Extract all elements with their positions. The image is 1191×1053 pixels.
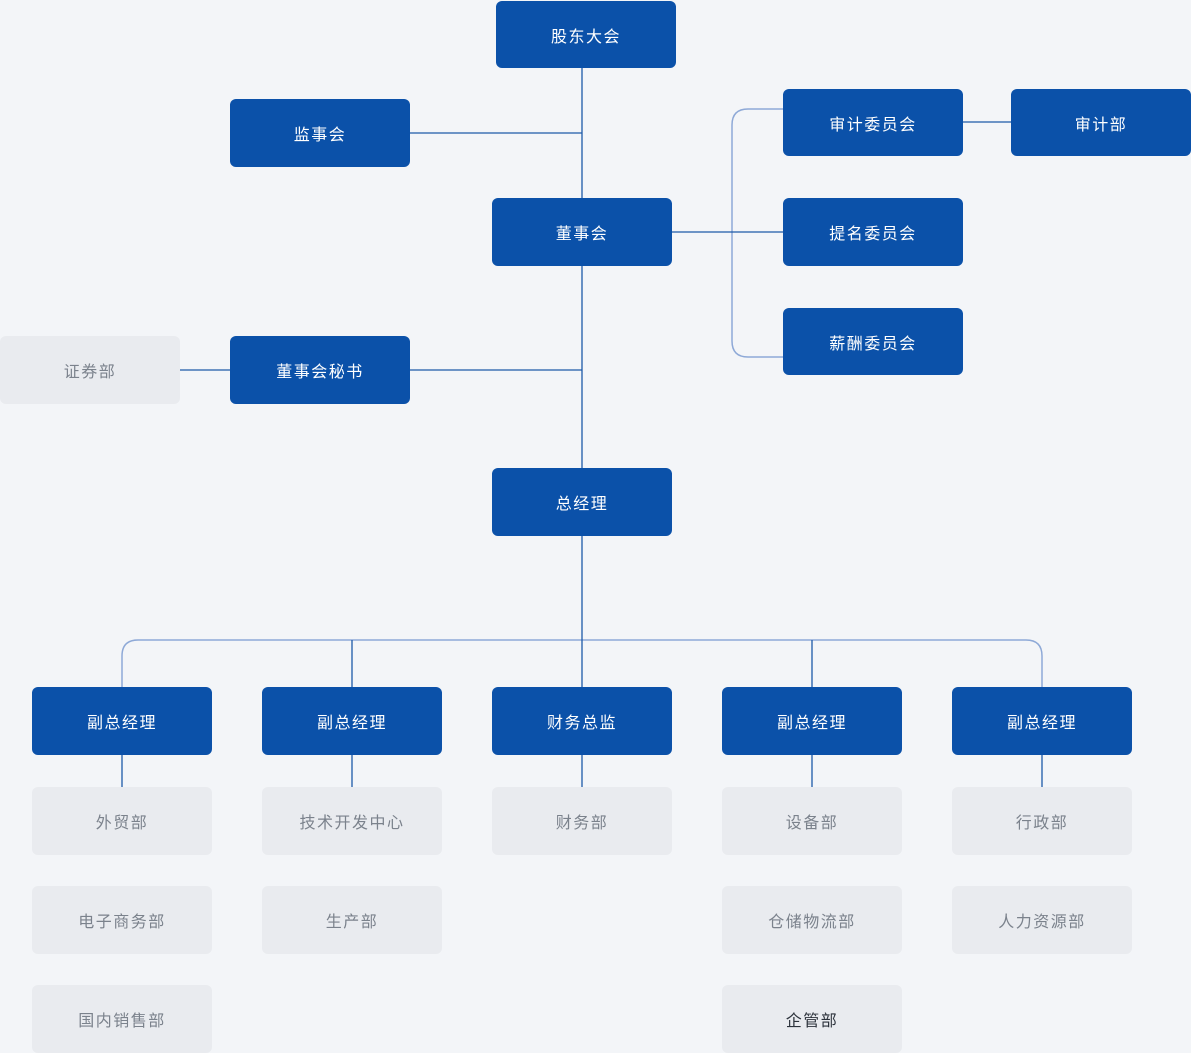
committee-bus-connector [731, 108, 784, 358]
node-securities-department[interactable]: 证券部 [0, 336, 180, 404]
node-finance-department[interactable]: 财务部 [492, 787, 672, 855]
node-audit-committee[interactable]: 审计委员会 [783, 89, 963, 156]
node-board-of-directors[interactable]: 董事会 [492, 198, 672, 266]
node-shareholders-meeting[interactable]: 股东大会 [496, 1, 676, 68]
node-tech-development-center[interactable]: 技术开发中心 [262, 787, 442, 855]
node-warehouse-logistics-department[interactable]: 仓储物流部 [722, 886, 902, 954]
node-deputy-gm-4[interactable]: 副总经理 [952, 687, 1132, 755]
node-enterprise-management-department[interactable]: 企管部 [722, 985, 902, 1053]
node-general-manager[interactable]: 总经理 [492, 468, 672, 536]
node-compensation-committee[interactable]: 薪酬委员会 [783, 308, 963, 375]
straight-connectors [121, 68, 1043, 787]
node-deputy-gm-1[interactable]: 副总经理 [32, 687, 212, 755]
node-administration-department[interactable]: 行政部 [952, 787, 1132, 855]
node-audit-department[interactable]: 审计部 [1011, 89, 1191, 156]
node-ecommerce-department[interactable]: 电子商务部 [32, 886, 212, 954]
node-hr-department[interactable]: 人力资源部 [952, 886, 1132, 954]
node-deputy-gm-3[interactable]: 副总经理 [722, 687, 902, 755]
node-nomination-committee[interactable]: 提名委员会 [783, 198, 963, 266]
node-supervisory-board[interactable]: 监事会 [230, 99, 410, 167]
node-production-department[interactable]: 生产部 [262, 886, 442, 954]
node-equipment-department[interactable]: 设备部 [722, 787, 902, 855]
node-foreign-trade-department[interactable]: 外贸部 [32, 787, 212, 855]
node-cfo[interactable]: 财务总监 [492, 687, 672, 755]
node-domestic-sales-department[interactable]: 国内销售部 [32, 985, 212, 1053]
node-deputy-gm-2[interactable]: 副总经理 [262, 687, 442, 755]
node-board-secretary[interactable]: 董事会秘书 [230, 336, 410, 404]
